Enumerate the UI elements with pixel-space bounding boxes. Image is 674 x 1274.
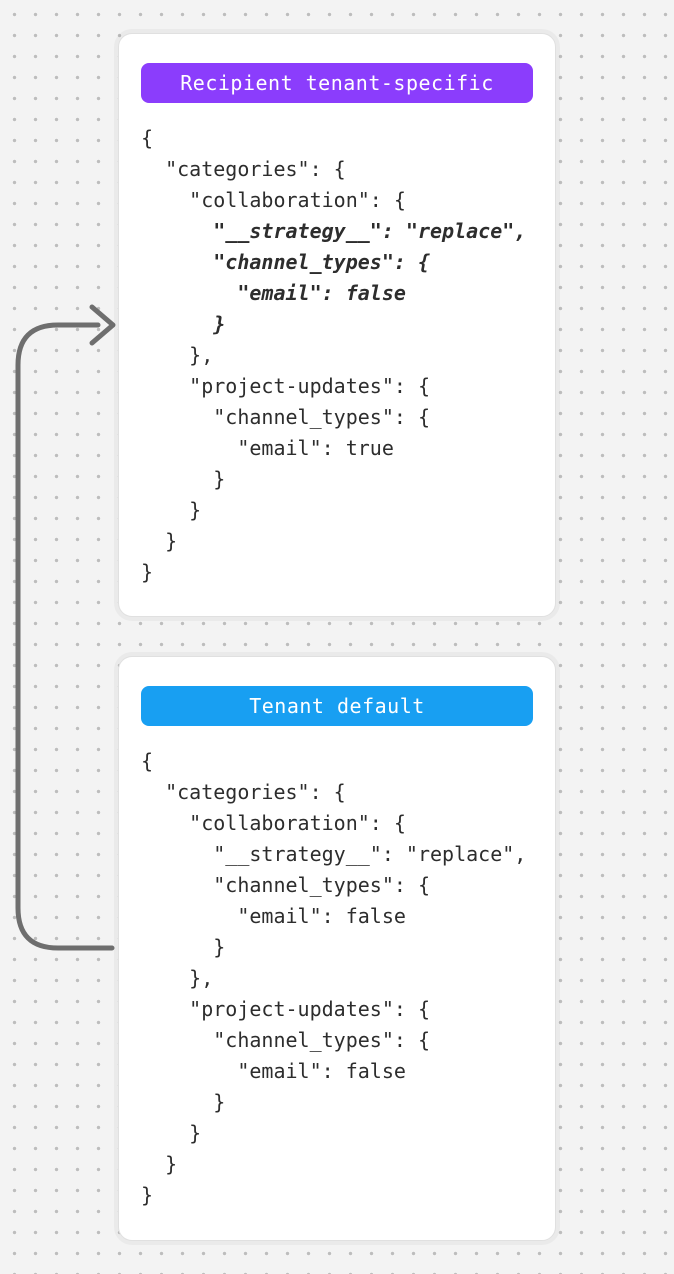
code-line: "email": true [141,436,394,460]
code-line: "email": false [141,904,406,928]
code-line: } [141,467,226,491]
card-recipient-tenant-specific: Recipient tenant-specific { "categories"… [118,33,556,617]
code-line: { [141,126,154,150]
code-line: } [141,935,226,959]
code-line: } [141,498,202,522]
code-line: }, [141,343,214,367]
code-line: "channel_types": { [141,1028,430,1052]
code-line: "__strategy__": "replace", [141,842,527,866]
code-line: } [141,529,178,553]
code-line: } [141,1152,178,1176]
code-line: "categories": { [141,780,346,804]
code-line: "channel_types": { [141,405,430,429]
recipient-tenant-specific-badge: Recipient tenant-specific [141,63,533,103]
code-line: } [141,560,154,584]
flow-arrowhead-icon [89,304,116,346]
tenant-default-json-code: { "categories": { "collaboration": { "__… [119,746,555,1211]
code-line: "collaboration": { [141,811,406,835]
code-line: } [141,1183,154,1207]
code-line: } [141,312,226,336]
code-line: "__strategy__": "replace", [141,219,527,243]
code-line: "project-updates": { [141,374,430,398]
flow-arrow-line [15,322,115,951]
code-line: } [141,1090,226,1114]
code-line: "channel_types": { [141,873,430,897]
tenant-default-badge: Tenant default [141,686,533,726]
recipient-tenant-specific-json-code: { "categories": { "collaboration": { "__… [119,123,555,588]
code-line: "categories": { [141,157,346,181]
code-line: } [141,1121,202,1145]
code-line: "project-updates": { [141,997,430,1021]
code-line: "channel_types": { [141,250,430,274]
code-line: { [141,749,154,773]
card-tenant-default: Tenant default { "categories": { "collab… [118,656,556,1241]
code-line: "email": false [141,1059,406,1083]
code-line: }, [141,966,214,990]
code-line: "email": false [141,281,406,305]
code-line: "collaboration": { [141,188,406,212]
